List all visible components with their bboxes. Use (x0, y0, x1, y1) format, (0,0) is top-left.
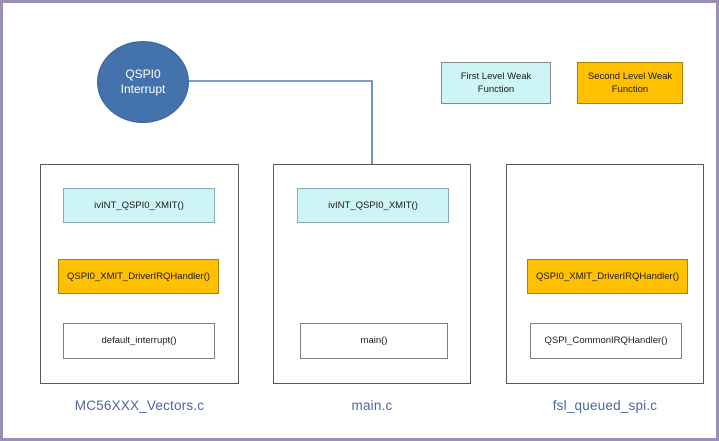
function-box-ivint-qspi0-xmit-vectors: ivINT_QSPI0_XMIT() (63, 188, 215, 223)
interrupt-source-label-line1: QSPI0 (125, 67, 161, 81)
function-box-main: main() (300, 323, 448, 359)
panel-caption-main-c: main.c (351, 398, 393, 413)
function-box-ivint-qspi0-xmit-main: ivINT_QSPI0_XMIT() (297, 188, 449, 223)
panel-caption-fsl-queued-spi: fsl_queued_spi.c (552, 398, 658, 413)
legend-second-label-line1: Second Level Weak (587, 71, 673, 82)
legend-second-label-line2: Function (611, 84, 649, 95)
panel-caption-mc56xxx-vectors: MC56XXX_Vectors.c (74, 398, 205, 413)
legend-first-label-line1: First Level Weak (460, 71, 532, 82)
function-box-qspi-commonirqhandler: QSPI_CommonIRQHandler() (530, 323, 682, 359)
function-box-default-interrupt: default_interrupt() (63, 323, 215, 359)
legend-first-level-weak: First Level Weak Function (441, 62, 551, 104)
legend-first-label-line2: Function (477, 84, 515, 95)
legend-second-level-weak: Second Level Weak Function (577, 62, 683, 104)
function-box-qspi0-xmit-driverirqhandler-fsl: QSPI0_XMIT_DriverIRQHandler() (527, 259, 688, 294)
function-box-qspi0-xmit-driverirqhandler-vectors: QSPI0_XMIT_DriverIRQHandler() (58, 259, 219, 294)
interrupt-source-node: QSPI0 Interrupt (97, 41, 189, 123)
interrupt-source-label-line2: Interrupt (120, 82, 166, 96)
